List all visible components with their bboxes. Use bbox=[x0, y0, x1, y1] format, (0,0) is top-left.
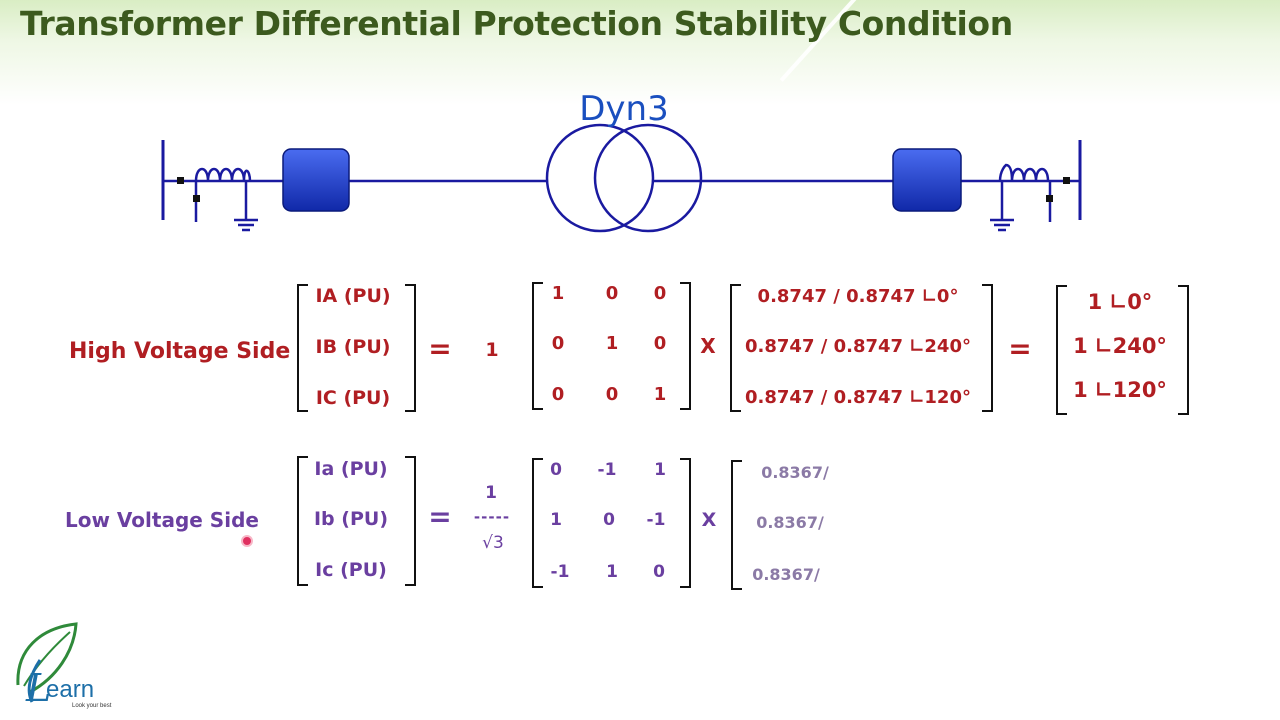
hv-vector-bracket-right bbox=[982, 284, 993, 412]
hv-vector-a: 0.8747 / 0.8747 ∟0° bbox=[757, 286, 959, 307]
hv-vector-bracket-left bbox=[730, 284, 741, 412]
logo-letter: L bbox=[26, 666, 52, 710]
hv-matrix-cell: 0 bbox=[653, 333, 667, 354]
logo-tagline: Look your best bbox=[72, 703, 112, 709]
lv-vector-bracket-left bbox=[731, 460, 742, 590]
lv-var-ib: Ib (PU) bbox=[313, 508, 389, 530]
hv-side-label: High Voltage Side bbox=[69, 339, 291, 364]
lv-matrix-cell: -1 bbox=[550, 562, 570, 582]
hv-matrix-cell: 0 bbox=[551, 333, 565, 354]
left-ct-coil bbox=[194, 167, 258, 232]
lv-var-ic: Ic (PU) bbox=[315, 559, 387, 581]
hv-matrix-cell: 0 bbox=[653, 283, 667, 304]
transformer-label: Dyn3 bbox=[579, 89, 668, 129]
lv-matrix-cell: 0 bbox=[550, 460, 562, 480]
logo-text: earn bbox=[46, 676, 95, 703]
hv-result-bracket-right bbox=[1178, 285, 1189, 415]
brand-logo: L earn Look your best bbox=[10, 620, 120, 715]
lv-coef-fraction-line: ----- bbox=[473, 508, 511, 526]
hv-matrix-cell: 0 bbox=[605, 384, 619, 405]
lv-matrix-bracket-left bbox=[532, 458, 543, 588]
hv-multiply-sign: X bbox=[700, 334, 716, 358]
lv-matrix-cell: 1 bbox=[654, 460, 666, 480]
lv-vars-bracket-left bbox=[297, 456, 308, 586]
lv-var-ia: Ia (PU) bbox=[314, 458, 388, 480]
mouse-cursor-dot bbox=[241, 535, 253, 547]
hv-matrix-cell: 0 bbox=[551, 384, 565, 405]
hv-var-ic: IC (PU) bbox=[315, 387, 391, 409]
transformer-secondary-winding bbox=[593, 123, 703, 233]
hv-matrix-cell: 1 bbox=[605, 333, 619, 354]
hv-vector-c: 0.8747 / 0.8747 ∟120° bbox=[745, 387, 971, 408]
hv-matrix-cell: 1 bbox=[653, 384, 667, 405]
hv-vector-b: 0.8747 / 0.8747 ∟240° bbox=[745, 336, 971, 357]
lv-matrix-cell: -1 bbox=[646, 510, 666, 530]
left-ct-dot-1 bbox=[177, 177, 184, 184]
lv-vars-bracket-right bbox=[405, 456, 416, 586]
hv-vars-bracket-left bbox=[297, 284, 308, 412]
hv-result-c: 1 ∟120° bbox=[1073, 378, 1167, 402]
hv-var-ib: IB (PU) bbox=[315, 336, 391, 358]
hv-equals-sign: = bbox=[428, 332, 452, 365]
slide-title: Transformer Differential Protection Stab… bbox=[20, 4, 1013, 43]
hv-matrix-cell: 1 bbox=[551, 283, 565, 304]
left-relay-box bbox=[282, 148, 350, 212]
left-ct-dot-2 bbox=[193, 195, 200, 202]
lv-matrix-cell: 0 bbox=[653, 562, 665, 582]
hv-var-ia: IA (PU) bbox=[315, 285, 391, 307]
lv-matrix-cell: -1 bbox=[597, 460, 617, 480]
right-ct-dot-2 bbox=[1046, 195, 1053, 202]
lv-coef-numerator: 1 bbox=[485, 483, 497, 503]
lv-multiply-sign: X bbox=[701, 509, 717, 531]
transformer-primary-winding bbox=[545, 123, 655, 233]
lv-matrix-bracket-right bbox=[680, 458, 691, 588]
lv-matrix-cell: 1 bbox=[606, 562, 618, 582]
lv-equals-sign: = bbox=[428, 500, 452, 533]
lv-vector-c: 0.8367/ bbox=[752, 565, 820, 584]
hv-matrix-bracket-right bbox=[680, 282, 691, 410]
hv-matrix-bracket-left bbox=[532, 282, 543, 410]
lv-matrix-cell: 1 bbox=[550, 510, 562, 530]
right-relay-box bbox=[892, 148, 962, 212]
lv-vector-b: 0.8367/ bbox=[756, 513, 824, 532]
hv-result-bracket-left bbox=[1056, 285, 1067, 415]
lv-side-label: Low Voltage Side bbox=[65, 508, 259, 532]
right-ct-coil bbox=[990, 163, 1052, 232]
hv-equals-sign-2: = bbox=[1008, 332, 1032, 365]
hv-result-a: 1 ∟0° bbox=[1087, 290, 1153, 314]
hv-coefficient: 1 bbox=[485, 339, 499, 361]
lv-coef-denominator: √3 bbox=[482, 533, 504, 553]
lv-vector-a: 0.8367/ bbox=[761, 463, 829, 482]
lv-matrix-cell: 0 bbox=[603, 510, 615, 530]
hv-matrix-cell: 0 bbox=[605, 283, 619, 304]
leaf-icon bbox=[16, 622, 78, 703]
hv-result-b: 1 ∟240° bbox=[1073, 334, 1167, 358]
hv-vars-bracket-right bbox=[405, 284, 416, 412]
right-ct-dot-1 bbox=[1063, 177, 1070, 184]
single-line-diagram: Dyn3 bbox=[161, 89, 1082, 233]
